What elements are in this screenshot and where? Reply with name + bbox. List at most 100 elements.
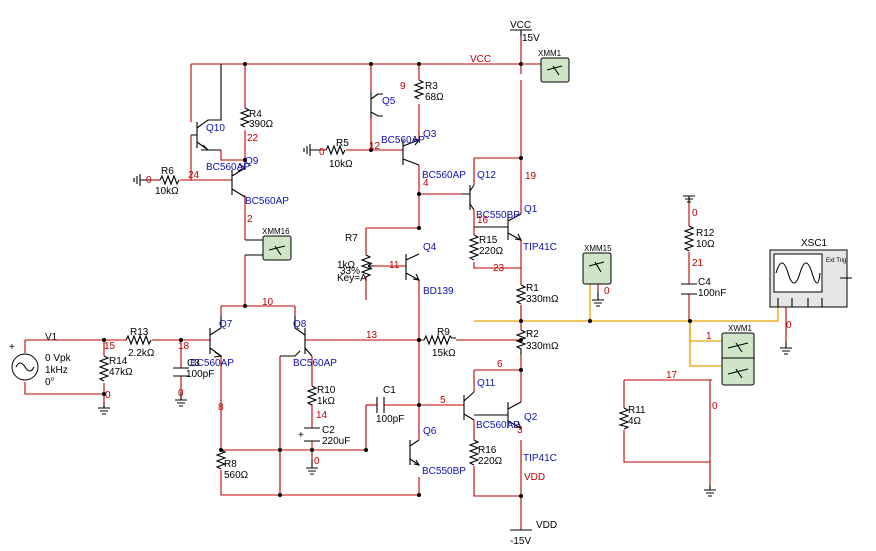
node-label: 2 <box>247 214 253 225</box>
r15-ref: R15 <box>479 235 498 246</box>
node-labels: 9 12 22 24 0 0 2 4 16 19 11 23 10 13 15 … <box>104 81 792 467</box>
node-label: 15 <box>104 341 116 352</box>
q7-symbol <box>209 316 223 358</box>
vdd-value: -15V <box>510 536 531 547</box>
r15-value: 220Ω <box>479 246 504 257</box>
q2-ref: Q2 <box>524 412 538 423</box>
r16-ref: R16 <box>478 445 497 456</box>
node-label: 22 <box>247 133 259 144</box>
ground-icon <box>704 485 716 497</box>
xmm16-meter[interactable]: XMM16 <box>245 227 292 261</box>
vcc-label: VCC <box>510 20 531 31</box>
node-label: 0 <box>604 286 610 297</box>
r11-ref: R11 <box>628 405 646 416</box>
q9-overlap-model: BC560AP <box>206 162 250 173</box>
q8-symbol <box>280 316 313 357</box>
q12-model: BC560AP <box>422 170 466 181</box>
r3-ref: R3 <box>425 81 438 92</box>
c1-symbol <box>376 397 385 413</box>
node-label: 14 <box>316 410 328 421</box>
c3-symbol <box>173 367 189 377</box>
node-label: 8 <box>218 402 224 413</box>
q2-overlap-model: BC560AP <box>476 420 520 431</box>
r7-key: Key=A <box>337 273 367 284</box>
xmm15-meter[interactable]: XMM15 <box>582 244 612 285</box>
xwm1-wattmeter[interactable]: XWM1 <box>721 324 755 386</box>
q6-model: BC550BP <box>422 466 466 477</box>
c1-value: 100pF <box>376 414 404 425</box>
r1-symbol <box>515 284 527 305</box>
q7-model: BC560AP <box>190 358 234 369</box>
vcc-supply: VCC 15V <box>510 20 540 44</box>
junction-dots <box>102 62 692 498</box>
q6-ref: Q6 <box>423 426 437 437</box>
output-net <box>474 284 779 367</box>
c4-value: 100nF <box>698 288 726 299</box>
node-label: 5 <box>440 395 446 406</box>
node-label: 19 <box>525 171 537 182</box>
q8-ref: Q8 <box>293 319 307 330</box>
xsc1-oscilloscope[interactable]: XSC1 Ext Trig <box>769 238 852 308</box>
node-label: 16 <box>477 215 489 226</box>
node-label: 11 <box>389 260 400 271</box>
ground-icon <box>303 144 320 156</box>
q8-model: BC560AP <box>293 358 337 369</box>
capacitors: + <box>173 283 697 442</box>
q4-symbol <box>405 253 420 281</box>
c3-ref: C3 <box>187 358 200 369</box>
ground-icon <box>133 174 150 186</box>
node-label: 23 <box>493 263 505 274</box>
node-label: 21 <box>692 258 704 269</box>
r13-ref: R13 <box>130 327 149 338</box>
r13-symbol <box>125 334 152 346</box>
node-label: 10 <box>262 297 274 308</box>
xmm16-label: XMM16 <box>262 227 290 236</box>
node-label: 6 <box>497 359 503 370</box>
r11-value: 4Ω <box>628 416 642 427</box>
node-label: 1 <box>706 331 712 342</box>
vcc-value: 15V <box>522 33 540 44</box>
q4-ref: Q4 <box>423 242 437 253</box>
ground-symbols <box>98 144 792 497</box>
q9-symbol <box>231 163 247 198</box>
q6-symbol <box>409 439 421 466</box>
xmm1-top-meter[interactable]: XMM1 <box>538 49 570 83</box>
ground-icon <box>780 342 792 355</box>
r5-symbol <box>325 144 346 156</box>
c4-symbol <box>681 283 697 295</box>
c2-value: 220uF <box>322 436 350 447</box>
r2-symbol <box>515 329 527 355</box>
vdd-supply: VDD -15V <box>510 520 557 547</box>
node-label: 13 <box>366 330 378 341</box>
r7-symbol <box>360 254 372 278</box>
q10-symbol <box>191 64 222 151</box>
r10-value: 1kΩ <box>317 396 336 407</box>
r4-value: 390Ω <box>249 119 274 130</box>
node-label: 18 <box>178 341 190 352</box>
r1-value: 330mΩ <box>526 294 559 305</box>
q1-model: TIP41C <box>523 242 557 253</box>
r16-value: 220Ω <box>478 456 503 467</box>
q1-overlap-model: BC550BP <box>476 210 520 221</box>
r10-symbol <box>306 385 318 406</box>
r5-value: 10kΩ <box>329 159 353 170</box>
xmm15-label: XMM15 <box>584 244 612 253</box>
r6-ref: R6 <box>161 166 174 177</box>
c3-value: 100pF <box>186 369 214 380</box>
node-label: 0 <box>692 208 698 219</box>
node-label: 12 <box>369 141 381 152</box>
r7-ref: R7 <box>345 233 358 244</box>
r8-ref: R8 <box>224 459 237 470</box>
vdd-label: VDD <box>536 520 557 531</box>
r5-ref: R5 <box>336 138 349 149</box>
r10-ref: R10 <box>317 385 336 396</box>
ac-source: + <box>9 342 39 381</box>
v1-line2: 1kHz <box>45 365 68 376</box>
ground-icon <box>306 460 318 475</box>
r14-value: 47kΩ <box>109 367 133 378</box>
c2-symbol <box>304 427 320 442</box>
xmm1-top-label: XMM1 <box>538 49 562 58</box>
ground-icon <box>592 292 604 307</box>
r2-ref: R2 <box>526 329 539 340</box>
